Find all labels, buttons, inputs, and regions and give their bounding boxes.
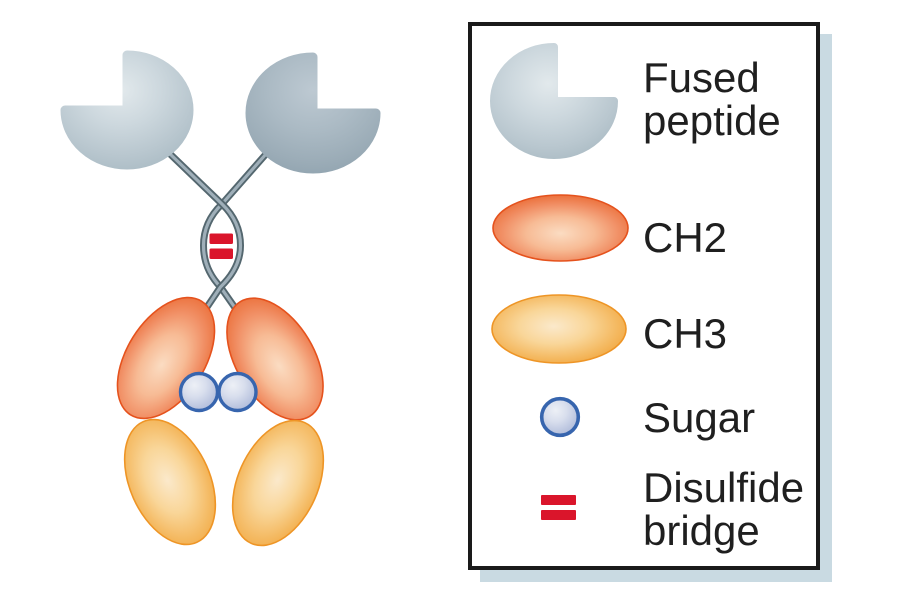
fusion-protein-diagram bbox=[60, 50, 381, 547]
hinge-strand-left bbox=[164, 148, 245, 317]
legend-label-line: CH2 bbox=[643, 214, 728, 261]
ch2-domain-left bbox=[116, 296, 216, 420]
disulfide-bar bbox=[541, 510, 576, 520]
legend-label-line: Disulfide bbox=[643, 464, 805, 511]
fused-peptide-icon bbox=[490, 43, 618, 159]
fused-peptide-left-shape bbox=[60, 50, 194, 170]
ch2-icon bbox=[492, 194, 629, 262]
ch3-domain-right bbox=[231, 419, 325, 547]
disulfide-bridge-bars bbox=[209, 233, 233, 259]
legend-panel: Fused peptide CH2 CH3 Sugar Disulfide br… bbox=[468, 22, 820, 570]
legend-item-label-fused-peptide: Fused peptide bbox=[643, 56, 781, 142]
disulfide-bar bbox=[541, 495, 576, 505]
ch2-domain-right bbox=[226, 297, 324, 421]
hinge-strand-right bbox=[199, 150, 270, 316]
legend-label-line: CH3 bbox=[643, 310, 728, 357]
legend-label-line: bridge bbox=[643, 507, 760, 554]
sugar-icon bbox=[539, 396, 581, 438]
legend-item-label-sugar: Sugar bbox=[643, 396, 755, 439]
legend-item-label-ch2: CH2 bbox=[643, 216, 727, 259]
legend-item-label-disulfide-bridge: Disulfide bridge bbox=[643, 466, 804, 552]
legend-item-label-ch3: CH3 bbox=[643, 312, 727, 355]
legend-label-line: Fused bbox=[643, 54, 760, 101]
legend-label-line: Sugar bbox=[643, 394, 756, 441]
ch3-icon bbox=[491, 294, 627, 364]
legend-label-line: peptide bbox=[643, 97, 781, 144]
disulfide-bridge-icon bbox=[541, 495, 576, 520]
sugar-right-shape bbox=[217, 371, 258, 413]
ch3-domain-left bbox=[123, 418, 217, 546]
sugar-left-shape bbox=[178, 371, 220, 413]
fused-peptide-right-shape bbox=[245, 52, 381, 174]
